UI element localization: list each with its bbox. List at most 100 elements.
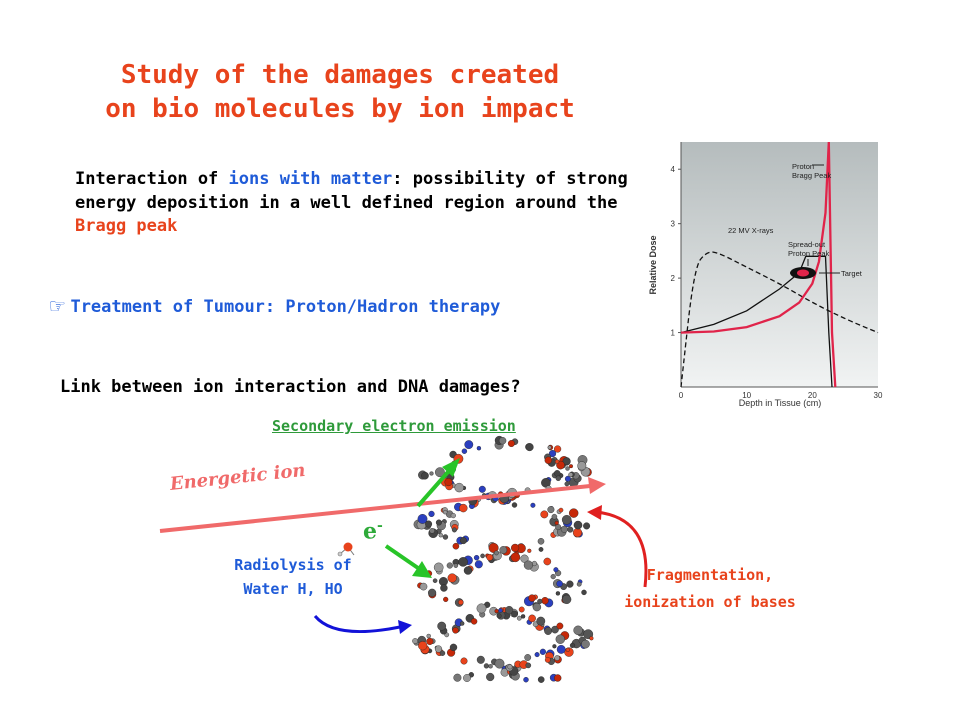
dna-atom xyxy=(554,674,562,682)
target-core xyxy=(797,269,809,277)
annotation-proton-line1: Proton xyxy=(792,162,814,171)
dna-atom xyxy=(443,509,448,515)
secondary-electron-arrowhead xyxy=(442,458,460,477)
dna-atom xyxy=(555,634,565,644)
intro-part-2: : possibility of strong energy depositio… xyxy=(75,169,628,213)
dna-atom xyxy=(516,615,522,621)
dna-atom xyxy=(493,550,499,556)
annotation-target: Target xyxy=(841,269,863,278)
dna-atom xyxy=(523,560,534,570)
y-tick-label: 4 xyxy=(671,165,676,174)
dna-atom xyxy=(473,554,480,561)
energetic-ion-arrow xyxy=(159,484,591,533)
secondary-emission-label: Secondary electron emission xyxy=(272,417,516,435)
radiolysis-line-2: Water H, HO xyxy=(243,580,343,598)
dna-atom xyxy=(561,515,572,525)
series-sobp-line xyxy=(680,255,833,388)
dna-damage-diagram xyxy=(159,435,648,683)
dna-atom xyxy=(429,528,435,534)
dna-atom xyxy=(494,658,505,669)
dna-atom xyxy=(537,538,545,545)
dna-atom xyxy=(572,528,583,538)
treatment-value: Proton/Hadron therapy xyxy=(275,297,501,317)
intro-text: Interaction of ions with matter: possibi… xyxy=(75,168,635,239)
series-xray-line xyxy=(680,251,879,388)
dna-atom xyxy=(553,567,559,573)
dna-atom xyxy=(524,654,532,661)
chart-plot-area xyxy=(681,142,878,387)
dna-atom xyxy=(447,573,457,583)
y-axis-label: Relative Dose xyxy=(648,235,658,294)
radiolysis-label: Radiolysis of Water H, HO xyxy=(208,553,378,601)
dna-atom xyxy=(537,598,543,605)
dna-atom xyxy=(453,563,459,568)
dna-atom xyxy=(532,602,542,612)
dna-atom xyxy=(544,456,552,464)
fragmentation-arrow xyxy=(595,510,648,588)
dna-atom xyxy=(568,472,574,478)
dna-atom xyxy=(541,596,549,605)
electron-to-dna-arrow xyxy=(384,544,420,570)
dna-atom xyxy=(426,633,431,639)
y-tick-label: 2 xyxy=(671,274,676,283)
dna-atom xyxy=(518,606,525,613)
dna-atom xyxy=(554,520,559,526)
dna-atom xyxy=(499,546,508,554)
dna-atom xyxy=(543,557,552,566)
dna-atom xyxy=(530,502,536,508)
dna-atom xyxy=(583,522,591,530)
dna-atom xyxy=(510,552,521,563)
intro-part-1: Interaction of xyxy=(75,169,229,189)
dna-atom xyxy=(556,644,566,654)
dna-atom xyxy=(554,655,560,661)
dna-atom xyxy=(433,562,444,573)
dna-atom xyxy=(538,547,544,552)
x-tick-label: 10 xyxy=(742,391,751,400)
dna-atom xyxy=(452,627,459,634)
dna-atom xyxy=(573,625,583,636)
electron-symbol: e xyxy=(363,518,377,545)
dna-atom xyxy=(460,657,468,665)
dna-atom xyxy=(443,596,449,603)
dna-atom xyxy=(525,443,534,452)
pointing-hand-icon: ☞ xyxy=(50,292,65,320)
dna-atom xyxy=(556,580,563,587)
dna-atom xyxy=(544,656,551,663)
dna-atom xyxy=(429,471,434,476)
slide-title: Study of the damages created on bio mole… xyxy=(60,58,620,126)
dna-atom xyxy=(523,676,529,683)
dna-atom xyxy=(528,614,536,623)
dna-atom xyxy=(454,482,464,493)
dna-atom xyxy=(440,584,448,592)
dna-atom xyxy=(470,618,478,625)
dna-atom xyxy=(537,676,545,683)
radiolysis-arrowhead xyxy=(398,620,412,634)
dna-atom xyxy=(496,613,502,619)
dna-atom xyxy=(459,503,468,513)
dna-atom xyxy=(435,519,442,526)
dna-atom xyxy=(581,639,590,649)
dna-atom xyxy=(564,481,570,487)
annotation-proton-line2: Bragg Peak xyxy=(792,171,831,180)
dna-atom xyxy=(432,578,438,583)
dna-atom xyxy=(536,616,546,626)
x-tick-label: 0 xyxy=(679,391,684,400)
annotation-sobp-line2: Proton Peak xyxy=(788,249,830,258)
dna-atom xyxy=(528,594,536,602)
dna-atom xyxy=(452,542,460,550)
dna-atom xyxy=(511,610,518,618)
dna-atom xyxy=(417,514,428,524)
intro-highlight-ions: ions with matter xyxy=(228,169,393,189)
dna-atom xyxy=(439,650,446,656)
electron-label: e- xyxy=(363,518,383,544)
dna-atom xyxy=(540,510,549,519)
dna-atom xyxy=(589,636,594,641)
dna-atom xyxy=(421,471,429,480)
dna-atom xyxy=(581,589,587,596)
electron-charge: - xyxy=(377,518,383,534)
dna-atom xyxy=(539,648,547,655)
dna-atom xyxy=(425,520,433,528)
dna-atom xyxy=(527,548,532,553)
y-tick-label: 3 xyxy=(671,220,676,229)
